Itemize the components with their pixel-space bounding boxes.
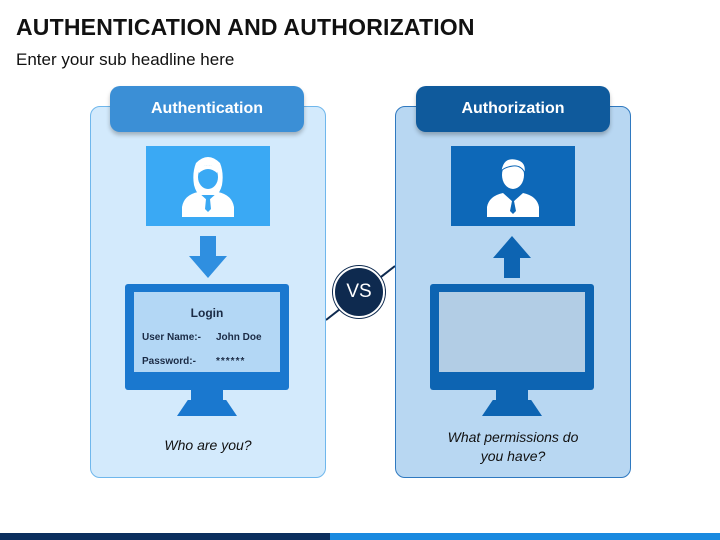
female-user-tile (146, 146, 270, 226)
monitor-stand (496, 390, 528, 400)
male-user-tile (451, 146, 575, 226)
male-user-icon (487, 158, 539, 217)
authentication-header: Authentication (110, 86, 304, 132)
login-monitor: Login User Name:- John Doe Password:- **… (125, 284, 289, 418)
authorization-header: Authorization (416, 86, 610, 132)
monitor-base (482, 400, 542, 416)
blank-monitor (430, 284, 594, 418)
page-title: AUTHENTICATION AND AUTHORIZATION (16, 14, 475, 40)
monitor-frame: Login User Name:- John Doe Password:- **… (125, 284, 289, 390)
up-arrow-icon (493, 236, 531, 278)
bottom-bar-light-segment (330, 533, 720, 540)
down-arrow-icon (189, 236, 227, 278)
authorization-caption-line2: you have? (480, 448, 546, 464)
monitor-base (177, 400, 237, 416)
female-user-icon (182, 157, 234, 217)
monitor-frame (430, 284, 594, 390)
username-value: John Doe (216, 332, 262, 343)
authorization-caption: What permissions do you have? (395, 428, 631, 466)
vs-badge: VS (333, 266, 385, 318)
password-value: ****** (216, 356, 246, 367)
password-label: Password:- (142, 356, 196, 367)
bottom-bar-dark-segment (0, 533, 330, 540)
bottom-accent-bar (0, 533, 720, 540)
blank-screen (439, 292, 585, 372)
authorization-caption-line1: What permissions do (447, 429, 579, 445)
authentication-caption: Who are you? (164, 437, 252, 453)
page-subtitle: Enter your sub headline here (16, 50, 235, 69)
monitor-stand (191, 390, 223, 400)
login-screen: Login User Name:- John Doe Password:- **… (134, 292, 280, 372)
login-title: Login (190, 306, 224, 320)
username-label: User Name:- (142, 332, 201, 343)
